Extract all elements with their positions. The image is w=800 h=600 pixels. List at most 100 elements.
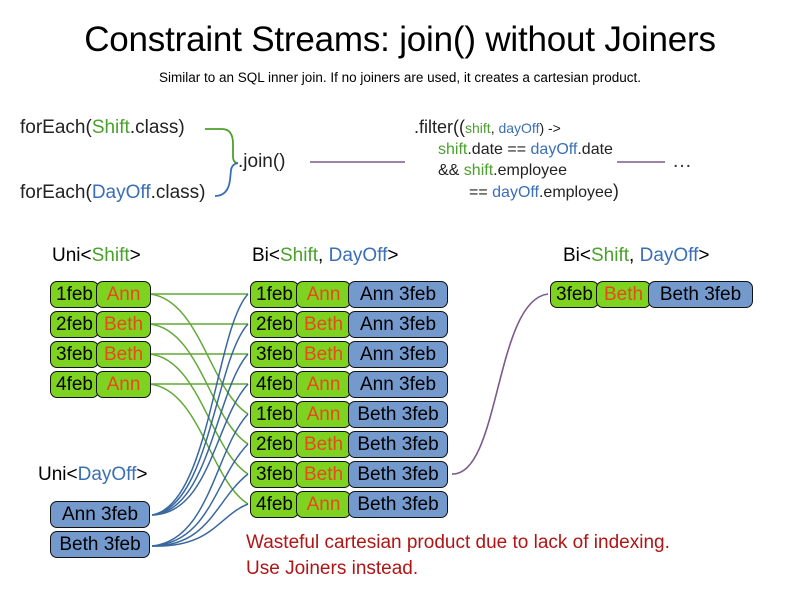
shift-date-cell-text: 1feb xyxy=(56,284,93,305)
header-uni-dayoff: Uni<DayOff> xyxy=(38,464,148,486)
foreach-shift-type: Shift xyxy=(91,117,130,138)
bi-shift-date-cell-text: 2feb xyxy=(256,434,293,455)
header-bi-result: Bi<Shift, DayOff> xyxy=(563,245,709,267)
uni-dayoff-tuple[interactable]: Ann 3feb xyxy=(50,501,150,528)
bi-cartesian-tuple[interactable]: 3feb Beth Ann 3feb xyxy=(250,341,448,368)
result-shift-employee-cell: Beth xyxy=(596,281,651,308)
filter-open: .filter(( xyxy=(414,117,465,137)
bi-shift-date-cell-text: 3feb xyxy=(256,344,293,365)
bi-shift-date-cell: 3feb xyxy=(250,341,299,368)
bi-shift-date-cell: 4feb xyxy=(250,491,299,518)
warning-line-2: Use Joiners instead. xyxy=(246,558,419,579)
header-bi-cartesian-sep: , xyxy=(318,245,329,266)
filter-param-dayoff: dayOff xyxy=(498,120,540,136)
filter-arrow: ) -> xyxy=(539,120,561,136)
bi-shift-employee-cell: Beth xyxy=(296,311,351,338)
wire-group-shift xyxy=(149,293,249,505)
bi-dayoff-cell-text: Ann 3feb xyxy=(359,374,437,395)
bi-shift-employee-cell: Ann xyxy=(296,281,351,308)
bi-dayoff-cell: Beth 3feb xyxy=(348,491,448,518)
shift-date-cell: 3feb xyxy=(50,341,99,368)
join-call-label: .join() xyxy=(238,151,286,172)
header-bi-result-post: > xyxy=(698,245,710,266)
header-uni-shift-type: Shift xyxy=(91,245,130,266)
bi-shift-date-cell: 4feb xyxy=(250,371,299,398)
foreach-dayoff-suffix: .class) xyxy=(150,182,206,203)
result-shift-date-cell: 3feb xyxy=(550,281,599,308)
bi-cartesian-tuple[interactable]: 4feb Ann Beth 3feb xyxy=(250,491,448,518)
warning-note: Wasteful cartesian product due to lack o… xyxy=(246,530,670,582)
bi-dayoff-cell-text: Ann 3feb xyxy=(359,344,437,365)
foreach-dayoff-prefix: forEach( xyxy=(20,182,92,203)
filter-line-1: .filter((shift, dayOff) -> xyxy=(414,117,619,139)
filter-param-shift: shift xyxy=(465,120,491,136)
warning-line-1: Wasteful cartesian product due to lack o… xyxy=(246,532,670,553)
header-bi-cartesian-post: > xyxy=(387,245,399,266)
header-bi-result-sep: , xyxy=(629,245,640,266)
bi-shift-date-cell-text: 1feb xyxy=(256,284,293,305)
bi-shift-employee-cell-text: Ann xyxy=(306,374,341,395)
shift-employee-cell: Ann xyxy=(96,281,151,308)
foreach-shift-prefix: forEach( xyxy=(20,117,92,138)
filter-l2-field: .date xyxy=(577,141,613,158)
bi-shift-employee-cell: Beth xyxy=(296,461,351,488)
shift-employee-cell-text: Beth xyxy=(103,344,144,365)
ellipsis-continuation: … xyxy=(672,150,692,172)
uni-shift-tuple[interactable]: 4feb Ann xyxy=(50,371,151,398)
filter-l4-field: .employee xyxy=(538,184,613,201)
result-dayoff-cell: Beth 3feb xyxy=(648,281,753,308)
bi-cartesian-tuple[interactable]: 1feb Ann Ann 3feb xyxy=(250,281,448,308)
wire-shift-to-join xyxy=(205,128,239,164)
bi-dayoff-cell: Ann 3feb xyxy=(348,371,448,398)
page-title: Constraint Streams: join() without Joine… xyxy=(84,20,716,59)
bi-shift-date-cell: 1feb xyxy=(250,281,299,308)
bi-dayoff-cell-text: Beth 3feb xyxy=(357,494,439,515)
uni-dayoff-tuple[interactable]: Beth 3feb xyxy=(50,531,150,558)
bi-shift-date-cell: 1feb xyxy=(250,401,299,428)
bi-dayoff-cell: Ann 3feb xyxy=(348,281,448,308)
foreach-dayoff-type: DayOff xyxy=(91,182,151,203)
filter-lambda-block: .filter((shift, dayOff) -> shift.date ==… xyxy=(414,117,619,203)
bi-shift-date-cell: 2feb xyxy=(250,431,299,458)
shift-date-cell: 4feb xyxy=(50,371,99,398)
bi-cartesian-tuple[interactable]: 4feb Ann Ann 3feb xyxy=(250,371,448,398)
result-shift-date-cell-text: 3feb xyxy=(556,284,593,305)
header-uni-dayoff-type: DayOff xyxy=(77,464,137,485)
bi-dayoff-cell-text: Ann 3feb xyxy=(359,284,437,305)
bi-shift-employee-cell-text: Beth xyxy=(303,344,344,365)
bi-shift-employee-cell-text: Beth xyxy=(303,314,344,335)
filter-l2-dayoff: dayOff xyxy=(530,141,578,158)
shift-date-cell: 1feb xyxy=(50,281,99,308)
filter-line-2: shift.date == dayOff.date xyxy=(414,139,619,160)
bi-shift-employee-cell: Beth xyxy=(296,431,351,458)
bi-shift-employee-cell-text: Ann xyxy=(306,284,341,305)
bi-dayoff-cell: Ann 3feb xyxy=(348,341,448,368)
header-bi-result-type-b: DayOff xyxy=(639,245,699,266)
shift-employee-cell-text: Ann xyxy=(106,374,141,395)
bi-dayoff-cell: Beth 3feb xyxy=(348,431,448,458)
header-uni-shift: Uni<Shift> xyxy=(52,245,141,267)
filter-l3-field: .employee xyxy=(493,162,567,179)
wire-dayoff-to-join xyxy=(214,162,239,197)
dayoff-cell: Ann 3feb xyxy=(50,501,150,528)
bi-shift-date-cell-text: 4feb xyxy=(256,374,293,395)
shift-date-cell: 2feb xyxy=(50,311,99,338)
dayoff-cell: Beth 3feb xyxy=(50,531,150,558)
filter-l2-shift: shift xyxy=(438,141,468,158)
shift-date-cell-text: 4feb xyxy=(56,374,93,395)
bi-shift-employee-cell-text: Ann xyxy=(306,494,341,515)
header-uni-dayoff-pre: Uni< xyxy=(38,464,78,485)
header-bi-cartesian-pre: Bi< xyxy=(252,245,280,266)
bi-shift-employee-cell: Beth xyxy=(296,341,351,368)
bi-dayoff-cell-text: Beth 3feb xyxy=(357,404,439,425)
foreach-shift-suffix: .class) xyxy=(129,117,185,138)
bi-shift-employee-cell-text: Beth xyxy=(303,464,344,485)
